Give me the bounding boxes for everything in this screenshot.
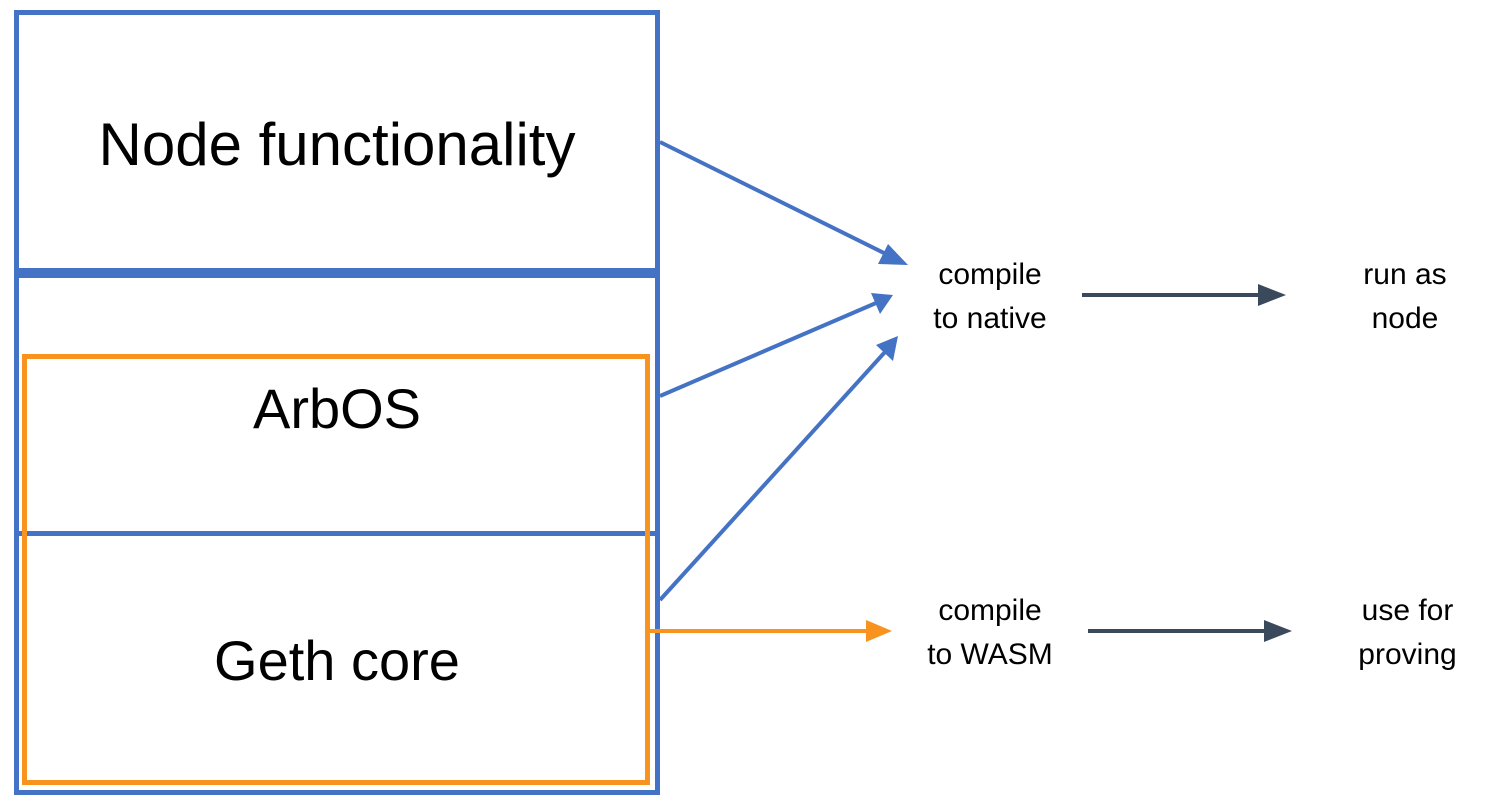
arrowhead-arbos-to-native	[871, 293, 893, 314]
use-for-proving-line2: proving	[1358, 638, 1457, 671]
arrow-node-to-native	[659, 140, 891, 258]
use-for-proving-label: use for proving	[1325, 589, 1490, 677]
wasm-compiled-region-box	[22, 354, 650, 785]
node-functionality-label: Node functionality	[98, 111, 576, 178]
use-for-proving-line1: use for	[1361, 594, 1454, 627]
compile-to-wasm-line2: to WASM	[927, 638, 1053, 671]
run-as-node-line2: node	[1371, 302, 1439, 335]
geth-core-label: Geth core	[214, 629, 460, 692]
arrow-arbos-to-native	[659, 301, 877, 398]
run-as-node-line1: run as	[1363, 258, 1447, 291]
compile-to-wasm-line1: compile	[938, 594, 1042, 627]
arrowhead-wasm-to-prove	[1264, 620, 1292, 642]
geth-core-box	[14, 531, 660, 795]
arbos-label: ArbOS	[252, 377, 422, 440]
arrowhead-geth-to-native	[876, 336, 898, 361]
compile-to-native-line2: to native	[933, 302, 1047, 335]
arrow-geth-to-native	[658, 350, 887, 602]
run-as-node-label: run as node	[1320, 253, 1490, 341]
arrowhead-native-to-run	[1258, 284, 1286, 306]
node-functionality-box	[14, 10, 660, 273]
compile-to-wasm-label: compile to WASM	[900, 589, 1080, 677]
compile-to-native-label: compile to native	[900, 253, 1080, 341]
arrowhead-geth-to-wasm	[866, 620, 892, 642]
compile-to-native-line1: compile	[938, 258, 1042, 291]
